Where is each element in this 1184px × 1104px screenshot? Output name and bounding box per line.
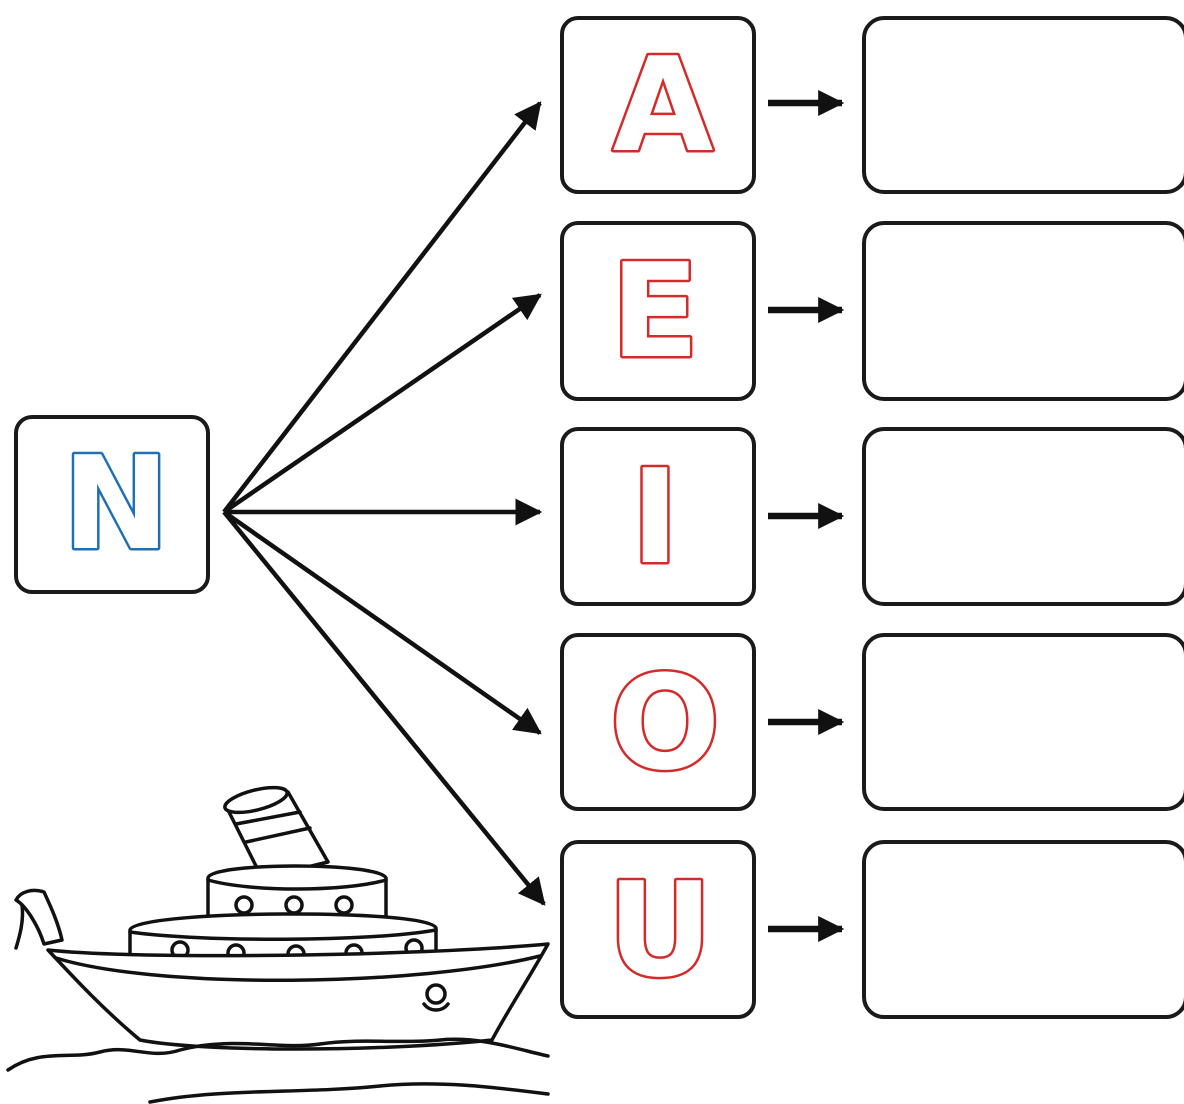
vowel-letter-e: E [611, 235, 700, 387]
vowel-letter-o: O [610, 647, 721, 799]
consonant-letter: N [62, 430, 169, 579]
vowel-box-i: I [560, 427, 756, 606]
vowel-box-u: U [560, 840, 756, 1019]
branch-arrows [222, 101, 546, 906]
vowel-box-o: O [560, 633, 756, 811]
ship-icon [6, 785, 550, 1104]
answer-box-i[interactable] [862, 427, 1184, 606]
short-arrows [768, 90, 845, 942]
vowel-letter-i: I [631, 441, 679, 593]
vowel-box-e: E [560, 221, 756, 401]
vowel-box-a: A [560, 16, 756, 194]
branch-arrow-e [222, 293, 542, 514]
answer-box-u[interactable] [862, 840, 1184, 1019]
branch-arrow-o [222, 510, 542, 735]
branch-arrow-a [222, 101, 542, 514]
answer-box-o[interactable] [862, 633, 1184, 811]
answer-box-e[interactable] [862, 221, 1184, 401]
branch-arrow-u [222, 510, 546, 906]
answer-boxes [862, 16, 1184, 1019]
vowel-letter-a: A [613, 29, 714, 181]
vowel-letter-u: U [607, 854, 713, 1006]
answer-box-a[interactable] [862, 16, 1184, 194]
consonant-box: N [14, 415, 210, 594]
